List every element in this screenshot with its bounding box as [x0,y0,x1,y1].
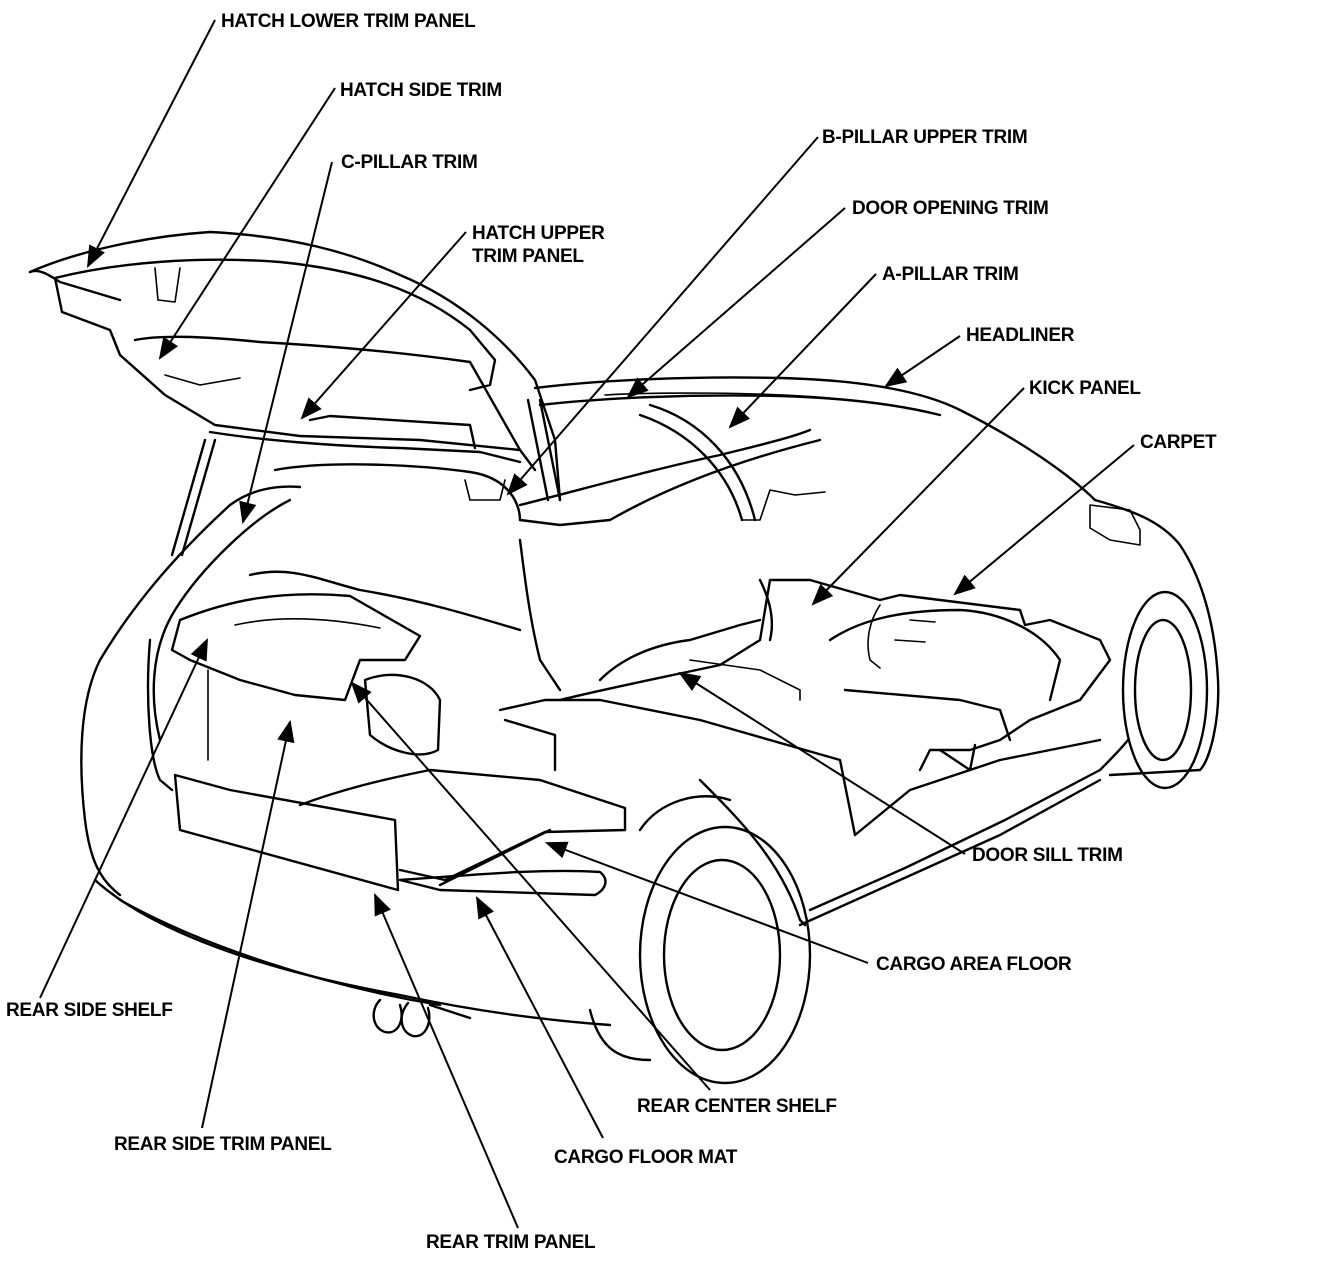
label-hatch-lower-trim-panel: HATCH LOWER TRIM PANEL [221,11,476,32]
leader-cargo-floor-mat [475,896,604,1139]
leader-c-pillar-trim [239,161,333,525]
label-hatch-upper-trim-panel-line1: HATCH UPPER [472,223,605,244]
label-hatch-side-trim: HATCH SIDE TRIM [340,80,502,101]
label-rear-side-trim-panel: REAR SIDE TRIM PANEL [114,1134,332,1155]
label-door-opening-trim: DOOR OPENING TRIM [852,198,1049,219]
label-hatch-upper-trim-panel-line2: TRIM PANEL [472,246,584,267]
label-rear-side-shelf: REAR SIDE SHELF [6,1000,173,1021]
leader-cargo-area-floor [544,841,869,964]
label-carpet: CARPET [1140,432,1217,453]
leader-headliner [884,335,961,388]
leader-door-opening-trim [626,207,846,399]
label-b-pillar-upper-trim: B-PILLAR UPPER TRIM [822,127,1028,148]
label-rear-center-shelf: REAR CENTER SHELF [637,1096,837,1117]
leader-door-sill-trim [678,671,966,855]
label-cargo-area-floor: CARGO AREA FLOOR [876,954,1072,975]
leader-rear-side-shelf [39,638,208,999]
leader-hatch-upper-trim-panel [300,231,467,420]
leader-rear-side-trim-panel [201,719,295,1129]
leader-lines [39,19,1135,1229]
label-door-sill-trim: DOOR SILL TRIM [972,845,1123,866]
label-a-pillar-trim: A-PILLAR TRIM [882,264,1019,285]
leader-kick-panel [811,387,1025,606]
label-rear-trim-panel: REAR TRIM PANEL [426,1232,596,1253]
leader-a-pillar-trim [728,273,877,429]
label-hatch-upper-trim-panel: HATCH UPPER TRIM PANEL [472,222,605,268]
leader-hatch-lower-trim-panel [86,19,216,268]
leader-rear-center-shelf [350,681,711,1091]
leader-carpet [953,444,1135,596]
label-kick-panel: KICK PANEL [1029,378,1141,399]
label-headliner: HEADLINER [966,325,1075,346]
leader-hatch-side-trim [158,87,336,360]
label-c-pillar-trim: C-PILLAR TRIM [341,152,478,173]
leader-rear-trim-panel [374,892,519,1229]
label-cargo-floor-mat: CARGO FLOOR MAT [554,1147,738,1168]
leader-b-pillar-upper-trim [506,136,819,496]
